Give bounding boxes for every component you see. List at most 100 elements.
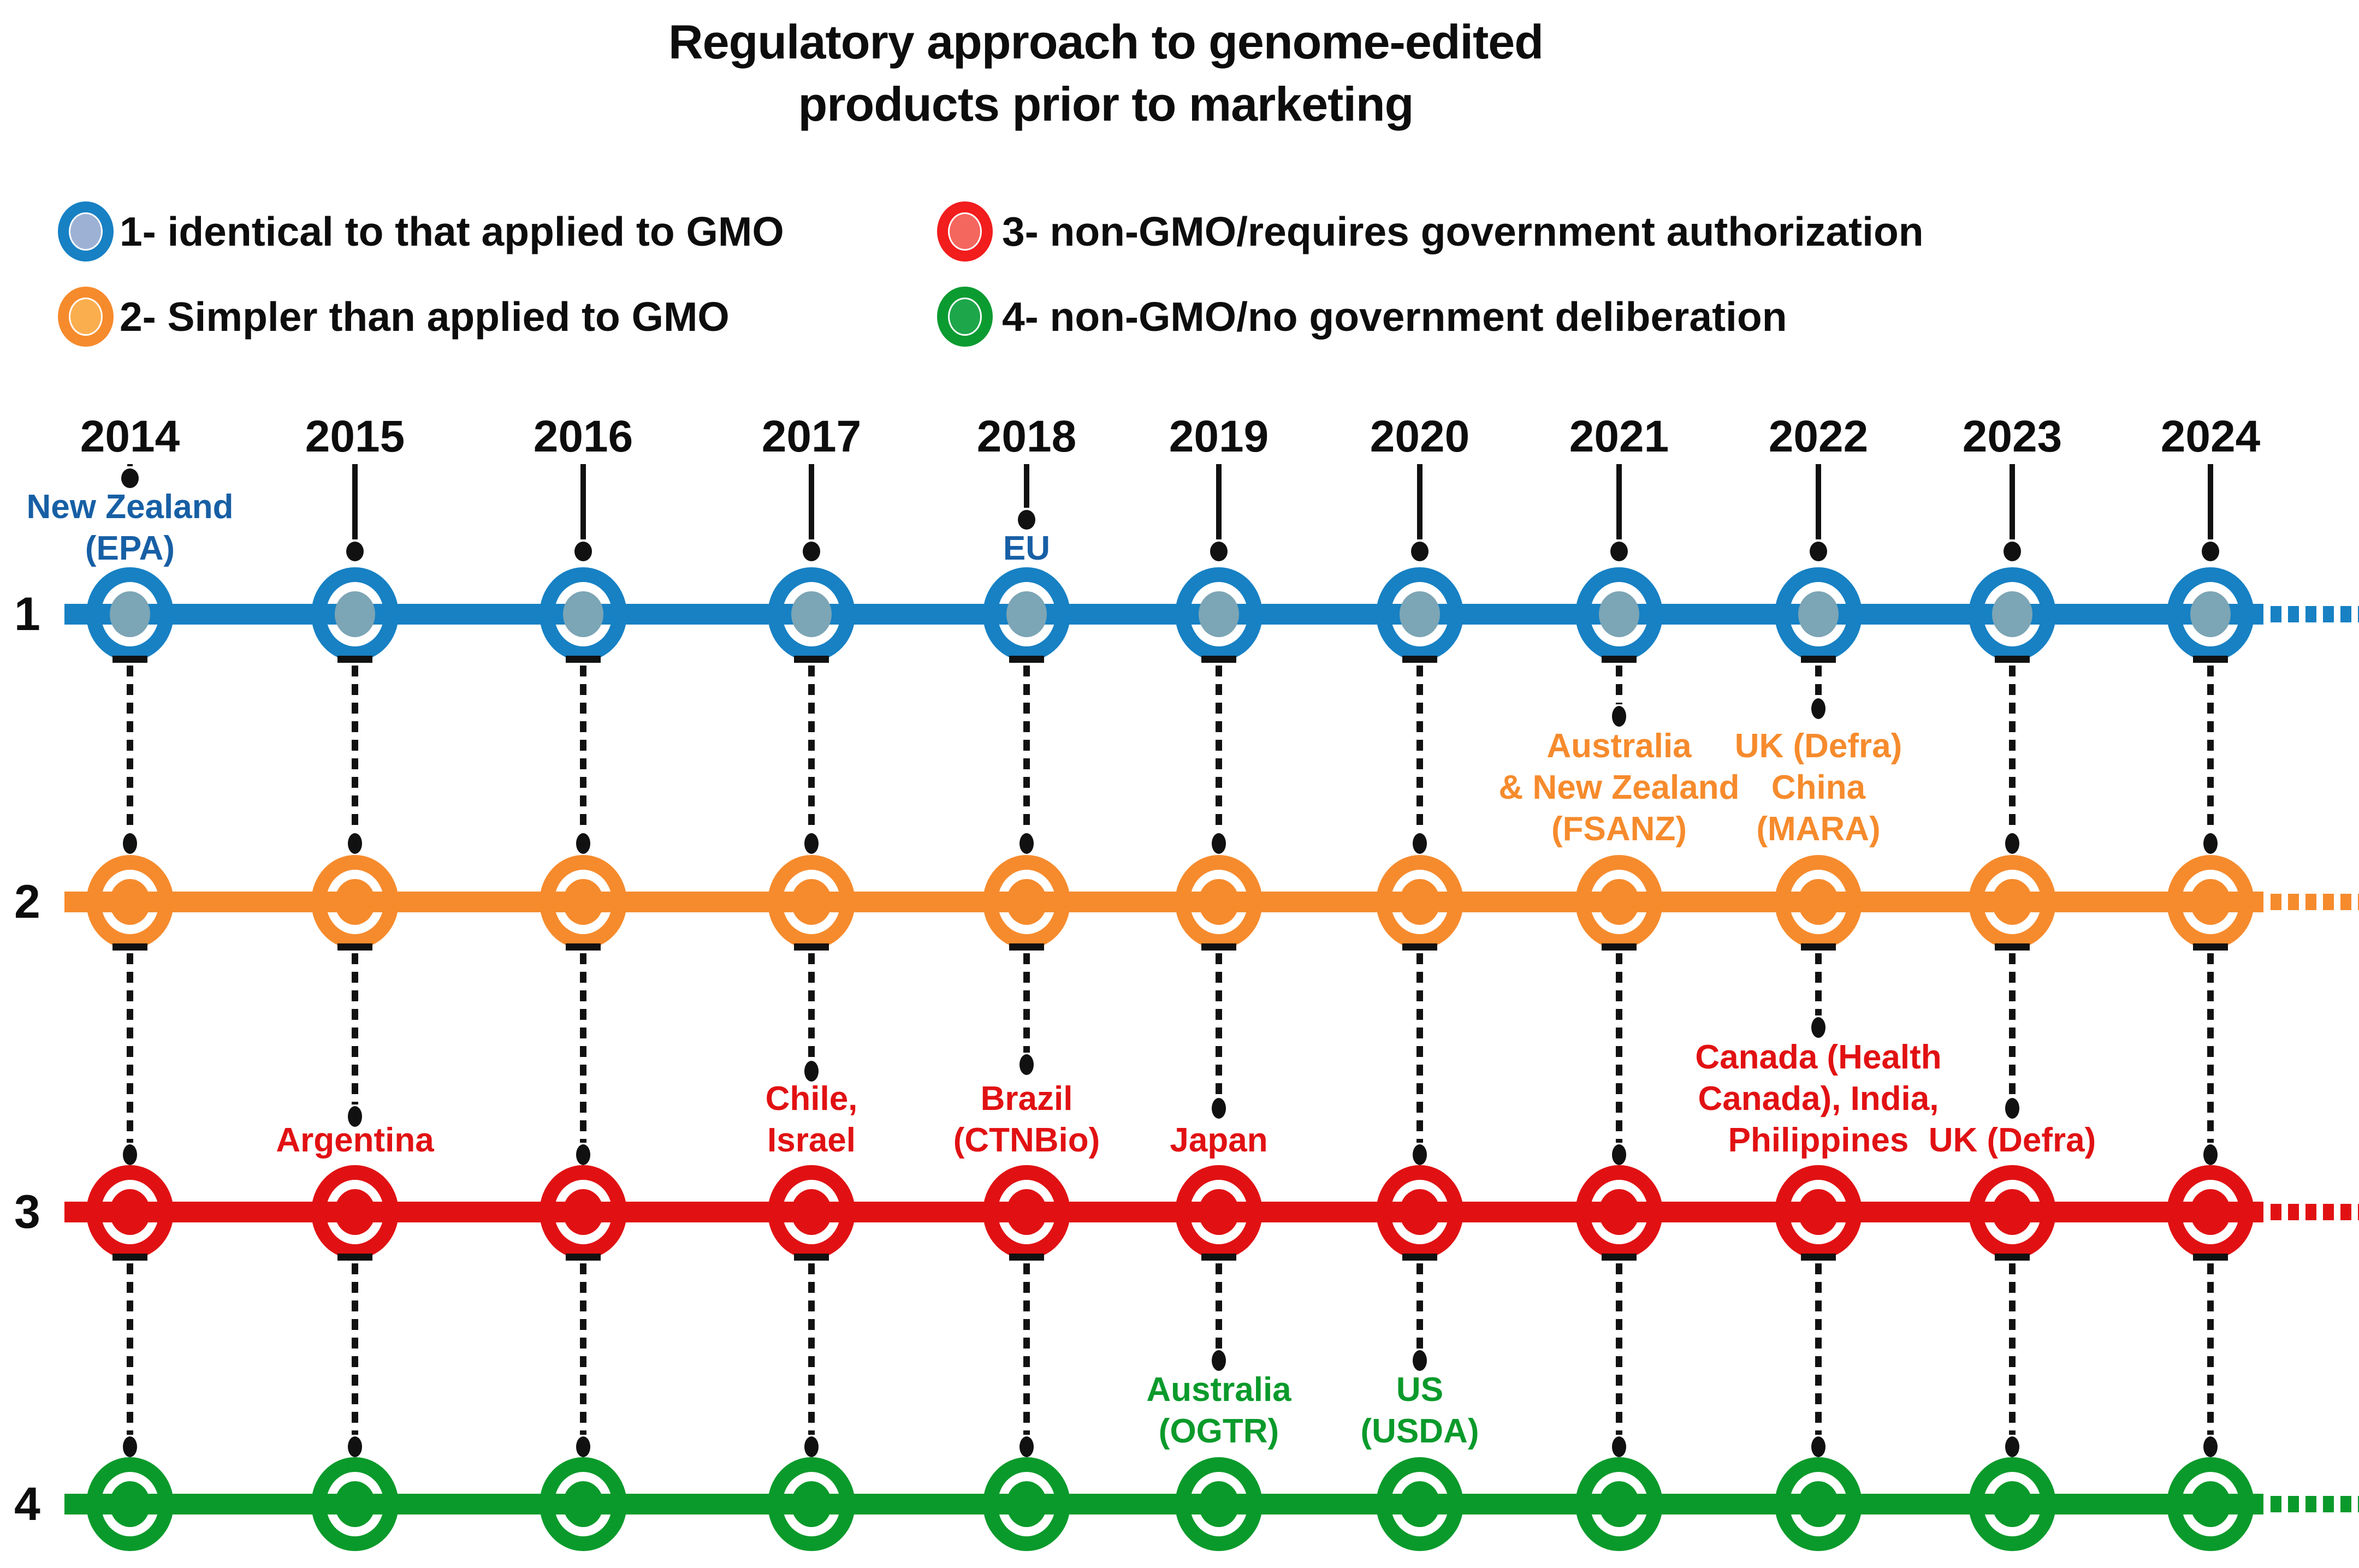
connector-cap bbox=[566, 656, 601, 663]
connector-dashed-line bbox=[1216, 1263, 1222, 1349]
connector-dashed-line bbox=[352, 666, 358, 831]
connector-dashed-line bbox=[1416, 1263, 1423, 1349]
connector-dashed-line bbox=[1616, 953, 1622, 1143]
event-label-2015-row3: Argentina bbox=[276, 1121, 434, 1159]
connector-dashed-line bbox=[1023, 666, 1030, 831]
connector-end-dot bbox=[1020, 1054, 1034, 1075]
year-label-2023: 2023 bbox=[1962, 412, 2062, 461]
year-tick-dot bbox=[346, 542, 364, 561]
event-label-2023-row3: UK (Defra) bbox=[1928, 1121, 2096, 1159]
connector-cap bbox=[1995, 943, 2030, 951]
timeline-node-core bbox=[1599, 1481, 1639, 1527]
connector-end-dot bbox=[1212, 1098, 1226, 1119]
connector-dashed-line bbox=[1023, 953, 1030, 1053]
connector-cap bbox=[2193, 943, 2228, 951]
connector-dashed-line bbox=[808, 953, 815, 1059]
connector-cap bbox=[337, 656, 372, 663]
connector-end-dot bbox=[1811, 1436, 1825, 1457]
connector-dashed-line bbox=[2009, 666, 2016, 831]
timeline-node-core bbox=[335, 879, 375, 925]
connector-end-dot bbox=[1020, 1436, 1034, 1457]
year-tick-line bbox=[1024, 464, 1029, 508]
timeline-node-core bbox=[563, 879, 603, 925]
connector-end-dot bbox=[1413, 833, 1427, 854]
year-tick-dot bbox=[803, 542, 820, 561]
timeline-node-core bbox=[110, 1481, 150, 1527]
timeline-node-core bbox=[1798, 1481, 1839, 1527]
connector-end-dot bbox=[1413, 1350, 1427, 1371]
connector-end-dot bbox=[348, 1436, 362, 1457]
timeline-node-core bbox=[335, 1481, 375, 1527]
timeline-node-core bbox=[1400, 1481, 1440, 1527]
event-label-2020-row4: US bbox=[1396, 1371, 1444, 1409]
connector-dashed-line bbox=[127, 953, 133, 1143]
timeline-node-core bbox=[110, 591, 150, 637]
connector-cap bbox=[337, 943, 372, 951]
connector-dashed-line bbox=[808, 666, 815, 831]
connector-dashed-line bbox=[127, 1263, 133, 1435]
event-label-2022-row3: Philippines bbox=[1728, 1121, 1909, 1159]
year-tick-dot bbox=[121, 468, 139, 488]
timeline-node-core bbox=[1992, 1481, 2032, 1527]
connector-cap bbox=[112, 1254, 147, 1261]
connector-end-dot bbox=[804, 1436, 819, 1457]
connector-dashed-line bbox=[1416, 666, 1423, 831]
event-label-2018-row1: EU bbox=[1003, 530, 1051, 567]
year-tick-dot bbox=[2202, 542, 2219, 561]
event-label-2018-row3: (CTNBio) bbox=[953, 1121, 1100, 1159]
legend-item-label: 4- non-GMO/no government deliberation bbox=[1002, 294, 1787, 340]
timeline-node-core bbox=[2190, 1481, 2231, 1527]
connector-end-dot bbox=[576, 1436, 590, 1457]
timeline-node-core bbox=[1006, 1481, 1047, 1527]
timeline-node-core bbox=[1199, 1481, 1239, 1527]
timeline-node-core bbox=[335, 591, 375, 637]
year-tick-line bbox=[1216, 464, 1222, 539]
connector-end-dot bbox=[1413, 1144, 1427, 1165]
legend-item-label: 2- Simpler than applied to GMO bbox=[120, 294, 730, 340]
timeline-node-core bbox=[791, 1481, 832, 1527]
event-label-2021-row2: & New Zealand bbox=[1498, 769, 1740, 806]
connector-dashed-line bbox=[2207, 1263, 2214, 1435]
connector-cap bbox=[2193, 1254, 2228, 1261]
connector-cap bbox=[794, 943, 829, 951]
legend-swatch-fill bbox=[950, 214, 980, 249]
event-label-2014-row1: New Zealand bbox=[26, 488, 234, 526]
figure-title-line2: products prior to marketing bbox=[798, 77, 1414, 131]
connector-cap bbox=[1801, 656, 1836, 663]
connector-cap bbox=[566, 943, 601, 951]
year-tick-dot bbox=[1210, 542, 1228, 561]
connector-cap bbox=[1801, 943, 1836, 951]
year-tick-dot bbox=[1810, 542, 1827, 561]
event-label-2022-row2: (MARA) bbox=[1756, 810, 1881, 848]
connector-end-dot bbox=[348, 833, 362, 854]
connector-end-dot bbox=[1612, 706, 1626, 727]
year-label-2014: 2014 bbox=[80, 412, 180, 461]
timeline-node-core bbox=[1992, 1189, 2032, 1235]
year-tick-line bbox=[1616, 464, 1622, 539]
connector-end-dot bbox=[2005, 833, 2019, 854]
connector-end-dot bbox=[1612, 1436, 1626, 1457]
connector-cap bbox=[1801, 1254, 1836, 1261]
legend-swatch-fill bbox=[70, 299, 101, 334]
connector-cap bbox=[1402, 656, 1437, 663]
year-tick-line bbox=[580, 464, 586, 539]
timeline-node-core bbox=[1599, 591, 1639, 637]
connector-cap bbox=[112, 943, 147, 951]
year-tick-dot bbox=[1411, 542, 1429, 561]
timeline-node-core bbox=[1798, 591, 1839, 637]
year-label-2018: 2018 bbox=[976, 412, 1077, 461]
timeline-node-core bbox=[2190, 1189, 2231, 1235]
timeline-node-core bbox=[1599, 1189, 1639, 1235]
event-label-2017-row3: Chile, bbox=[765, 1080, 858, 1118]
connector-end-dot bbox=[576, 1144, 590, 1165]
timeline-node-core bbox=[1798, 879, 1839, 925]
connector-end-dot bbox=[1020, 833, 1034, 854]
timeline-node-core bbox=[2190, 591, 2231, 637]
connector-end-dot bbox=[804, 833, 819, 854]
row-line-continuation-simpler-than-gmo bbox=[2271, 894, 2359, 910]
connector-dashed-line bbox=[1815, 953, 1822, 1015]
timeline-node-core bbox=[1992, 591, 2032, 637]
timeline-node-core bbox=[1992, 879, 2032, 925]
timeline-node-core bbox=[1798, 1189, 1839, 1235]
